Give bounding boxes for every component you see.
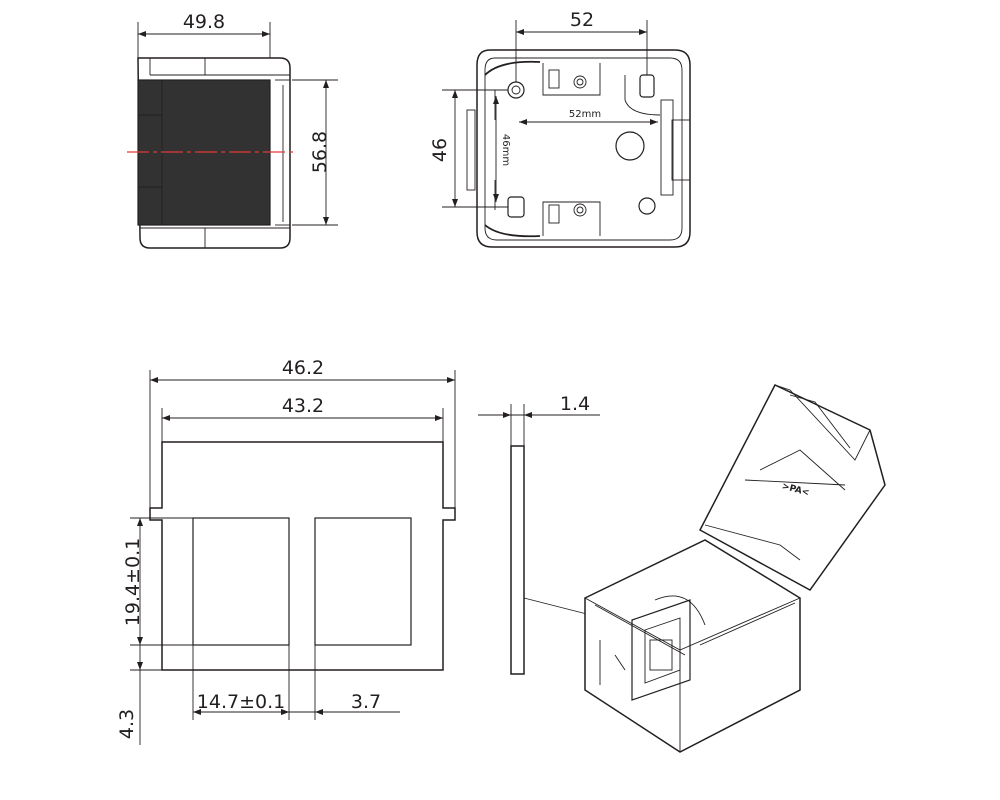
front-view: 49.8 56.8	[127, 11, 338, 249]
plate-opening-height-label: 19.4±0.1	[122, 538, 144, 626]
plate-view: 46.2 43.2 19.4±0.1 4.3 14.7±0.1 3.7	[116, 357, 456, 745]
plate-inner-width-label: 43.2	[282, 395, 324, 417]
iso-port	[631, 599, 691, 701]
plate-thickness-label: 1.4	[560, 393, 590, 415]
side-view: 1.4	[478, 393, 631, 675]
back-width-label: 52	[570, 9, 594, 31]
plate-opening-width-label: 14.7±0.1	[197, 691, 285, 713]
back-height-label: 46	[429, 138, 451, 162]
front-height-label: 56.8	[309, 131, 331, 173]
iso-lid	[698, 384, 886, 591]
isometric-view: >PA<	[584, 384, 886, 753]
iso-body	[584, 539, 801, 753]
back-view: 52mm 46mm 52 46	[429, 9, 691, 248]
plate-bottom-offset-label: 4.3	[116, 709, 138, 739]
back-inner-width-label: 52mm	[569, 109, 601, 120]
plate-opening-left	[192, 517, 290, 646]
plate-side-profile	[510, 445, 525, 675]
front-width-label: 49.8	[183, 11, 225, 33]
back-inner-height-label: 46mm	[500, 134, 511, 166]
plate-outline	[149, 441, 456, 671]
plate-outer-width-label: 46.2	[282, 357, 324, 379]
plate-opening-right	[314, 517, 412, 646]
back-view-housing	[476, 49, 691, 248]
plate-gap-label: 3.7	[351, 691, 381, 713]
